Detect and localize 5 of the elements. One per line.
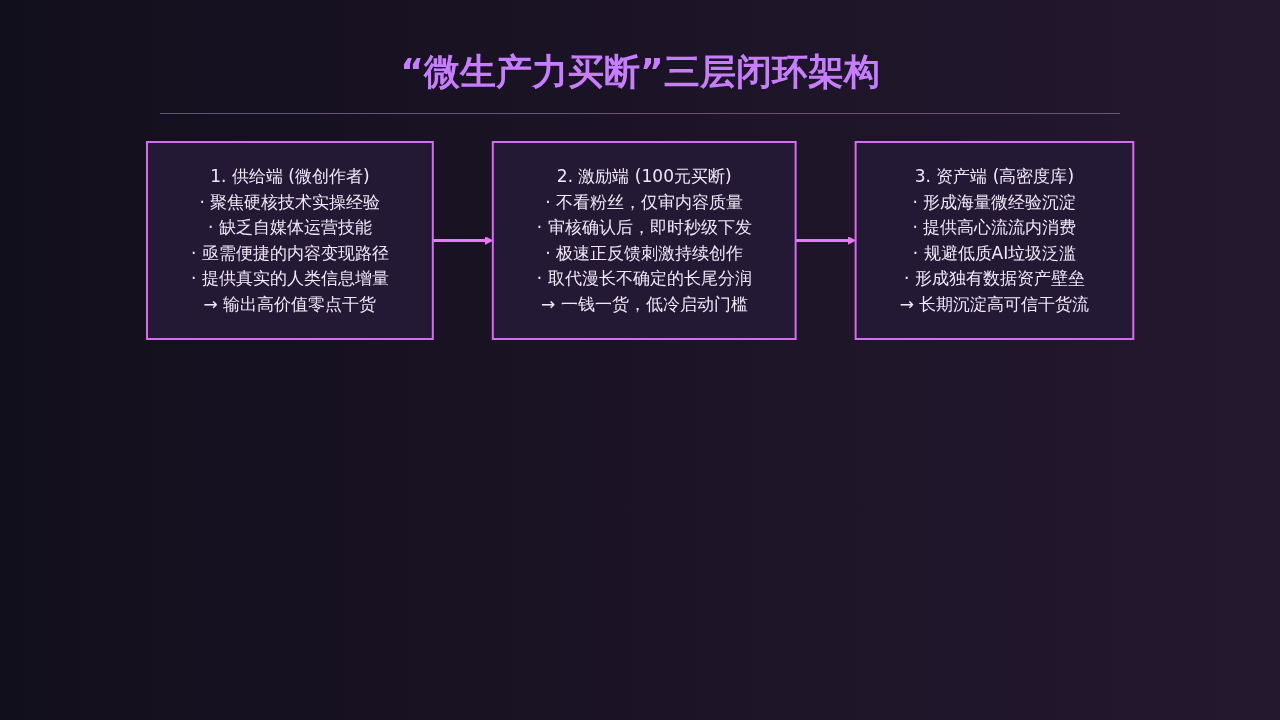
node-box: 2. 激励端 (100元买断) · 不看粉丝，仅审内容质量 · 审核确认后，即时秒级下发 · 极速正反馈刺激持续创作 · 取代漫长不确定的长尾分润 → 一钱一货，低冷启动门槛 [491,141,797,340]
node-box: 1. 供给端 (微创作者) · 聚焦硬核技术实操经验 · 缺乏自媒体运营技能 · 亟需便捷的内容变现路径 · 提供真实的人类信息增量 → 输出高价值零点干货 [145,141,434,340]
node-box: 3. 资产端 (高密度库) · 形成海量微经验沉淀 · 提供高心流流内消费 · 规避低质AI垃圾泛滥 · 形成独有数据资产壁垒 → 长期沉淀高可信干货流 [854,141,1135,340]
title: “微生产力买断”三层闭环架构 [160,48,1120,114]
arrow [795,236,856,245]
